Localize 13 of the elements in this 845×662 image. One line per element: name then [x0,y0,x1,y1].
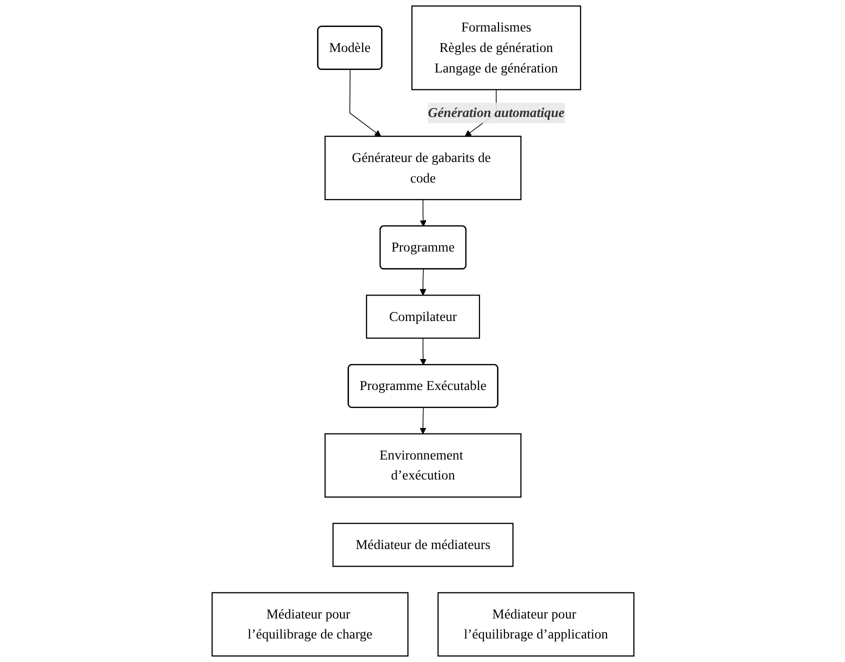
node-box: Compilateur [365,294,480,339]
arrow [419,268,426,296]
node-box: Environnement d’exécution [324,433,521,498]
arrow [419,407,426,434]
node-box: Médiateur pour l’équilibrage d’application [437,592,634,657]
edge-label: Génération automatique [427,105,564,120]
node-box: Médiateur pour l’équilibrage de charge [211,592,408,657]
node-box: Formalismes Règles de génération Langage de génération [410,5,581,90]
arrow [348,69,381,137]
node-box: Médiateur de médiateurs [332,522,514,567]
node-box: Générateur de gabarits de code [324,136,521,200]
arrow [419,199,426,227]
arrow [419,338,426,366]
